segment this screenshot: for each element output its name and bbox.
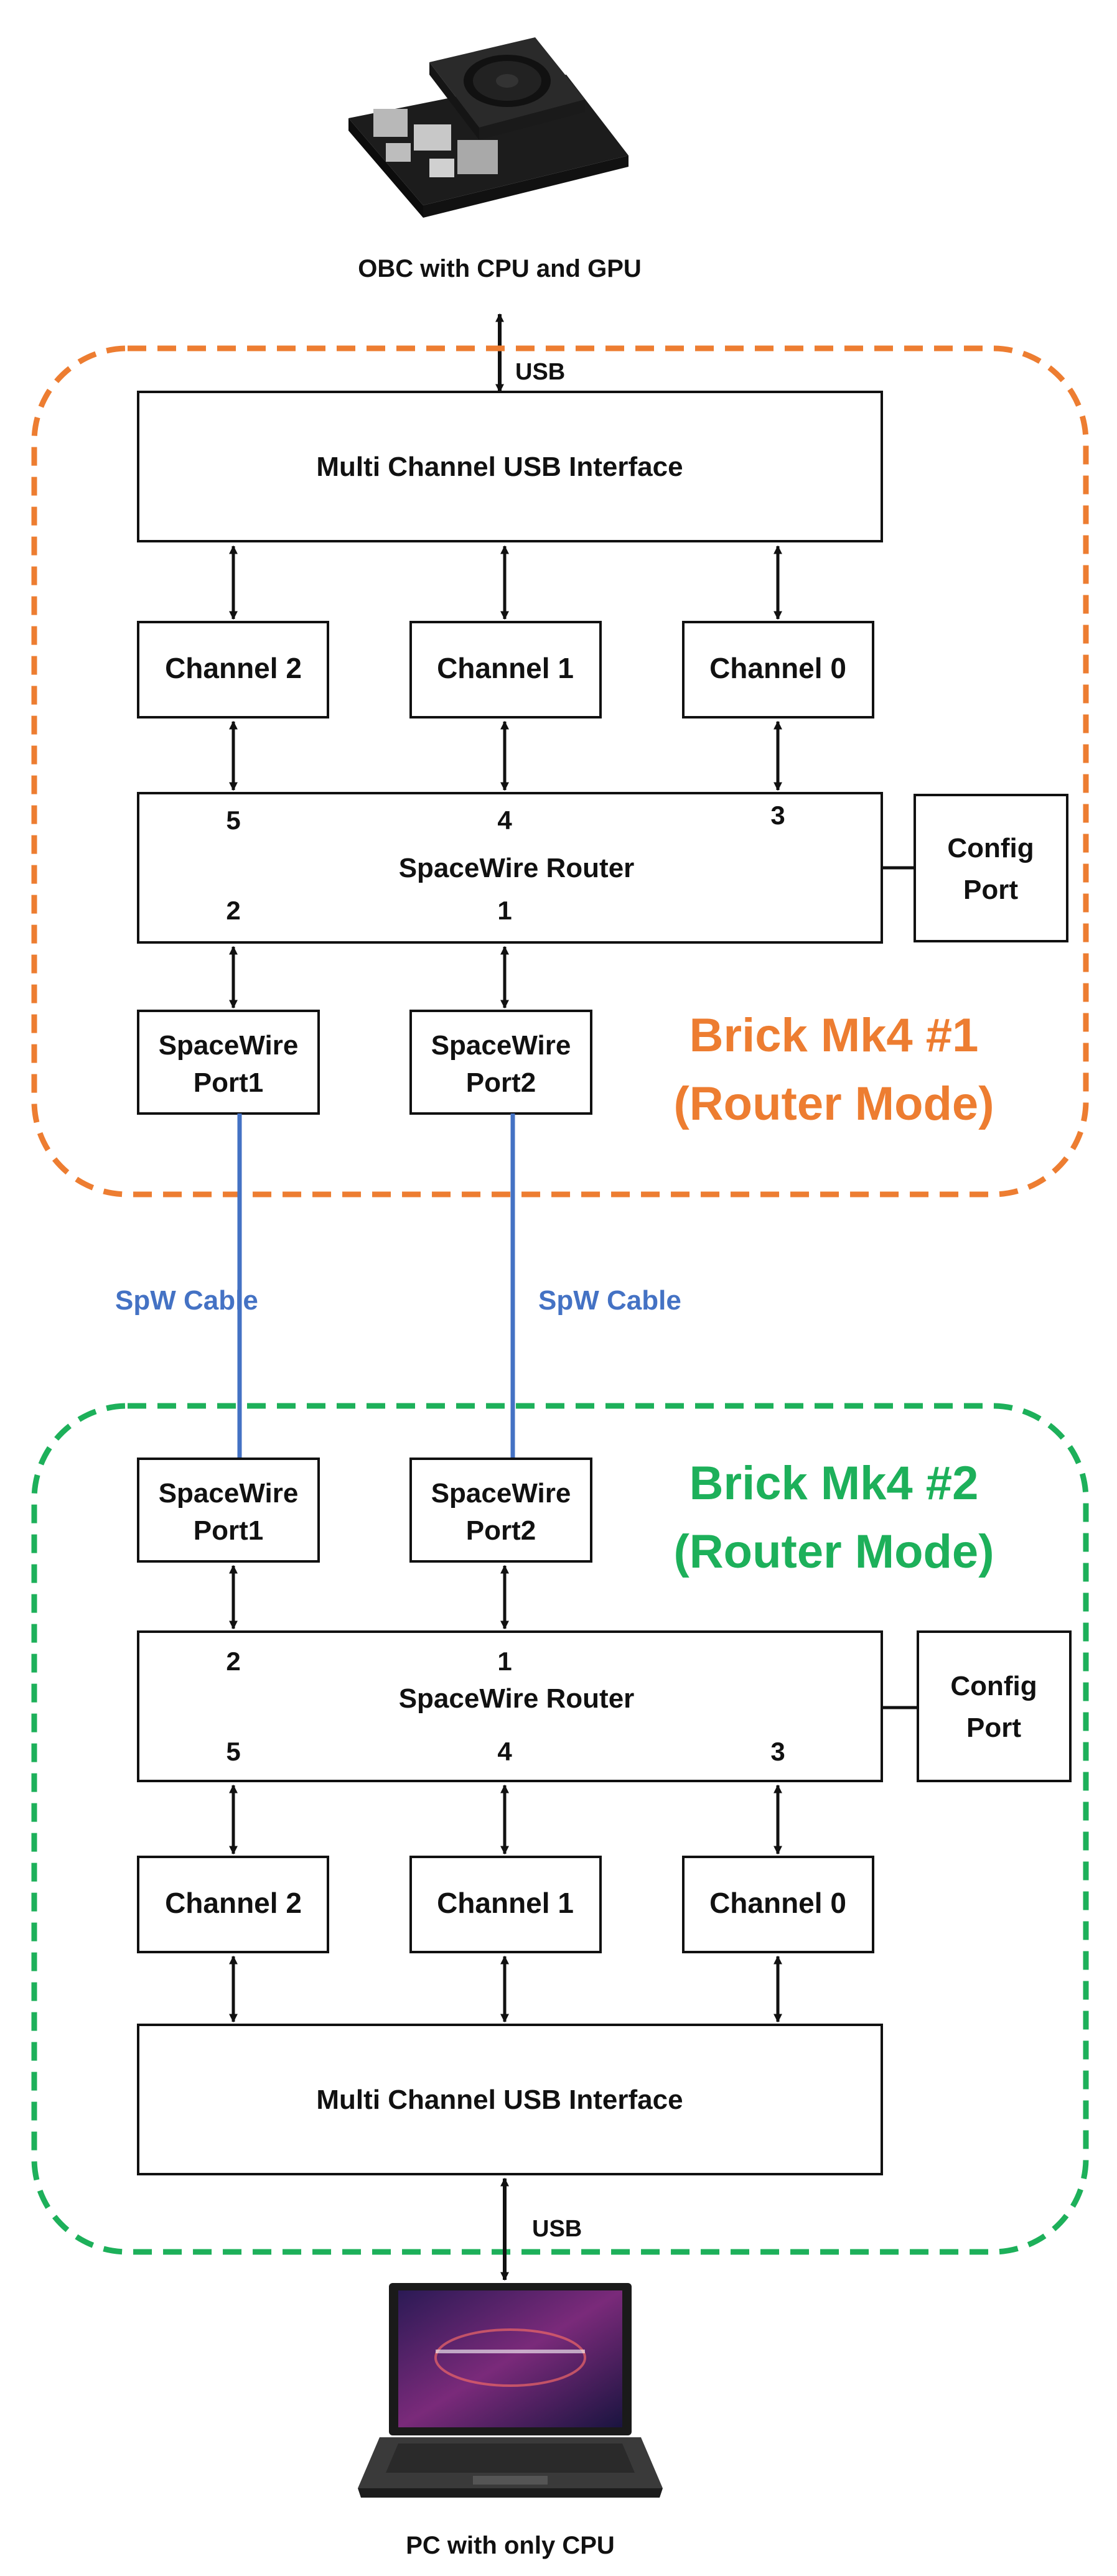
brick1-spw-port2-box — [409, 1010, 592, 1115]
brick1-spw-port1-line1: SpaceWire — [159, 1030, 299, 1061]
brick1-channel1-label: Channel 1 — [437, 652, 574, 684]
obc-usb-label: USB — [515, 359, 565, 385]
brick1-router-port-4: 4 — [497, 806, 512, 835]
brick2-config-line2: Port — [966, 1713, 1021, 1743]
brick2-channel1-box — [409, 1856, 602, 1953]
brick1-title-line1: Brick Mk4 #1 — [689, 1009, 979, 1062]
brick2-channel2-box — [137, 1856, 329, 1953]
obc-board-image — [348, 37, 629, 218]
brick1-router-port-3: 3 — [770, 801, 785, 830]
pc-usb-label: USB — [532, 2216, 582, 2242]
spw-cable-2-label: SpW Cable — [538, 1285, 681, 1316]
spw-cable-1-label: SpW Cable — [115, 1285, 258, 1316]
brick1-router-port-5: 5 — [226, 806, 240, 835]
brick2-channel1-label: Channel 1 — [437, 1887, 574, 1919]
brick1-usb-interface-box — [137, 391, 883, 542]
brick2-router-label: SpaceWire Router — [399, 1683, 635, 1714]
brick2-spw-port2-line2: Port2 — [466, 1515, 536, 1546]
brick1-usb-interface-label: Multi Channel USB Interface — [316, 452, 683, 482]
brick2-group: SpaceWire Port1 SpaceWire Port2 Brick Mk… — [31, 1403, 1089, 2255]
brick2-router-port-3: 3 — [770, 1737, 785, 1766]
brick2-router-port-1: 1 — [497, 1647, 512, 1676]
brick1-router-port-2: 2 — [226, 896, 240, 925]
brick1-channel2-label: Channel 2 — [165, 652, 302, 684]
brick2-spw-port1-box — [137, 1458, 320, 1563]
brick1-router-label: SpaceWire Router — [399, 853, 635, 883]
brick1-config-line1: Config — [947, 833, 1034, 863]
brick1-channel2-box — [137, 621, 329, 718]
brick1-group: Multi Channel USB Interface Channel 2 Ch… — [31, 345, 1089, 1197]
brick1-channel0-box — [682, 621, 874, 718]
pc-label: PC with only CPU — [406, 2532, 615, 2559]
brick1-config-line2: Port — [963, 875, 1018, 905]
brick2-title-line2: (Router Mode) — [673, 1525, 994, 1578]
brick1-channel0-label: Channel 0 — [709, 652, 846, 684]
brick2-usb-interface-box — [137, 2024, 883, 2175]
brick1-spw-port2-line1: SpaceWire — [431, 1030, 571, 1061]
brick2-title-line1: Brick Mk4 #2 — [689, 1457, 979, 1510]
brick2-router-port-4: 4 — [497, 1737, 512, 1766]
brick2-channel0-label: Channel 0 — [709, 1887, 846, 1919]
brick2-spw-port1-line1: SpaceWire — [159, 1478, 299, 1509]
brick2-spw-port2-box — [409, 1458, 592, 1563]
brick1-channel1-box — [409, 621, 602, 718]
brick2-usb-interface-label: Multi Channel USB Interface — [316, 2085, 683, 2115]
brick2-spw-port1-line2: Port1 — [194, 1515, 263, 1546]
brick2-config-port-box — [917, 1630, 1072, 1782]
brick2-config-line1: Config — [950, 1671, 1037, 1701]
brick1-spw-port1-box — [137, 1010, 320, 1115]
brick2-boundary — [31, 1403, 1089, 2255]
brick1-title-line2: (Router Mode) — [673, 1077, 994, 1130]
brick1-spw-port2-line2: Port2 — [466, 1067, 536, 1098]
laptop-image — [358, 2283, 663, 2498]
brick1-config-port-box — [914, 794, 1068, 942]
brick2-spw-port2-line1: SpaceWire — [431, 1478, 571, 1509]
brick2-router-port-2: 2 — [226, 1647, 240, 1676]
brick2-router-box — [137, 1630, 883, 1782]
brick1-spw-port1-line2: Port1 — [194, 1067, 263, 1098]
brick2-router-port-5: 5 — [226, 1737, 240, 1766]
brick2-channel2-label: Channel 2 — [165, 1887, 302, 1919]
brick2-channel0-box — [682, 1856, 874, 1953]
obc-label: OBC with CPU and GPU — [358, 255, 642, 282]
brick1-boundary — [31, 345, 1089, 1197]
brick1-router-port-1: 1 — [497, 896, 512, 925]
